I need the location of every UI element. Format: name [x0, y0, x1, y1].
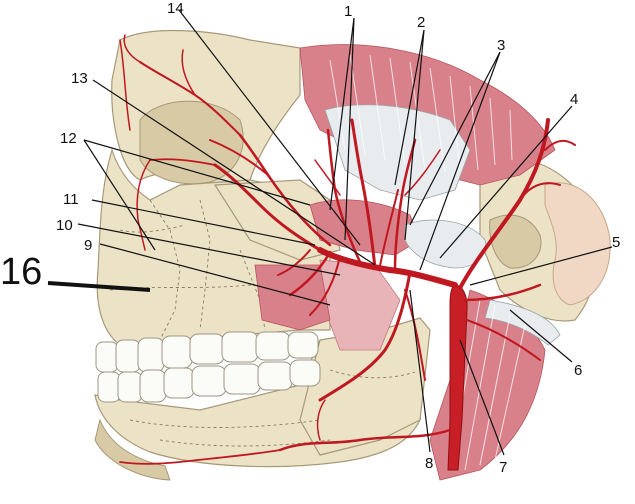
teeth	[95, 331, 321, 403]
auricle	[544, 182, 611, 306]
maxillary-artery	[317, 247, 458, 288]
upper-molar	[255, 331, 291, 361]
label-6: 6	[574, 362, 582, 379]
upper-molar	[221, 331, 259, 363]
upper-incisor	[95, 341, 119, 373]
lower-canine	[139, 369, 167, 403]
deep-temporal-artery	[350, 118, 377, 270]
lower-incisor	[97, 371, 121, 403]
label-4: 4	[570, 91, 578, 108]
inferior-alveolar-artery	[318, 270, 412, 402]
label-8: 8	[425, 455, 433, 472]
lower-molar	[257, 361, 293, 391]
label-14: 14	[167, 0, 184, 17]
buccal-artery	[288, 250, 332, 297]
leader-lines	[47, 9, 613, 456]
facial-artery	[278, 428, 452, 452]
lower-premolar	[191, 365, 227, 397]
upper-canine	[137, 337, 165, 373]
label-16: 16	[0, 251, 42, 293]
posterior-superior-alveolar-artery	[277, 249, 311, 276]
label-9: 9	[84, 237, 92, 254]
label-12: 12	[60, 130, 77, 147]
posterior-belly-digastric	[484, 299, 561, 346]
lower-incisor	[117, 371, 143, 403]
label-7: 7	[499, 459, 507, 476]
external-carotid-artery	[447, 284, 468, 471]
lower-molar	[289, 359, 321, 387]
posterior-auricular-artery	[463, 283, 542, 302]
lower-premolar	[163, 367, 195, 399]
lower-molar	[223, 363, 261, 395]
upper-premolar	[189, 333, 225, 365]
upper-molar	[287, 331, 319, 359]
upper-premolar	[161, 335, 193, 369]
infraorbital-artery	[213, 163, 322, 252]
arteries	[119, 34, 576, 471]
ear	[544, 182, 611, 306]
labels: 1 2 3 4 5 6 7 8 9 10 11 12 13 14 16	[0, 0, 620, 476]
label-3: 3	[497, 37, 505, 54]
label-5: 5	[612, 234, 620, 251]
label-10: 10	[56, 217, 73, 234]
label-1: 1	[344, 3, 352, 20]
buccinator-muscle	[254, 264, 331, 331]
upper-incisor	[115, 339, 141, 373]
chin	[94, 418, 171, 481]
label-13: 13	[71, 70, 88, 87]
mandible-ramus	[299, 317, 431, 456]
label-2: 2	[417, 14, 425, 31]
label-11: 11	[63, 191, 79, 208]
articular-disc	[404, 219, 487, 269]
middle-meningeal-artery	[393, 138, 417, 272]
